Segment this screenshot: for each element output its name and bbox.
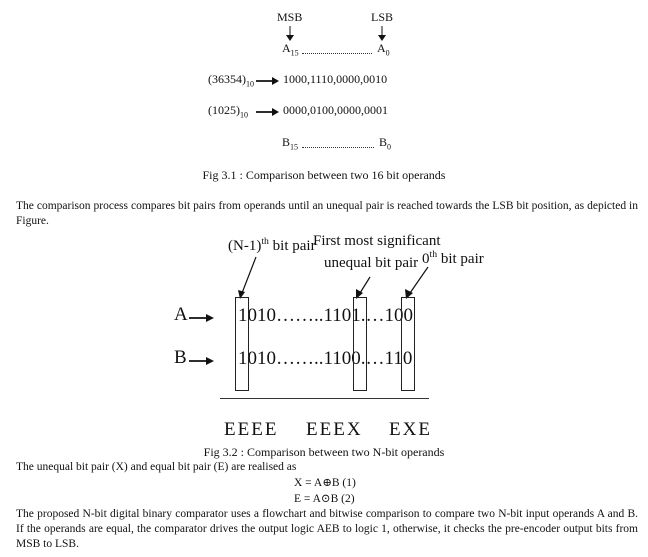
a-dotted-line — [302, 53, 372, 54]
fig-3-2-caption: Fig 3.2 : Comparison between two N-bit o… — [203, 445, 445, 459]
eq-group-2: EEEX — [306, 419, 363, 440]
first-unequal-pair-box — [353, 297, 367, 391]
paragraph-bit-pairs: The unequal bit pair (X) and equal bit p… — [16, 461, 297, 473]
eq-group-3: EXE — [389, 419, 432, 440]
row-b-bits: 1010……..1100.…110 — [238, 348, 413, 369]
b15-label: B15 — [282, 135, 299, 152]
label-n-1th-bit-pair: (N-1)th bit pair — [228, 236, 316, 254]
row1-binary: 1000,1110,0000,0010 — [283, 72, 388, 86]
row-a-arrow-icon — [189, 314, 214, 322]
label-first-msb-unequal-line2: unequal bit pair — [324, 255, 419, 271]
paragraph-comparison-process: The comparison process compares bit pair… — [16, 200, 638, 227]
row1-decimal: (36354)10 — [208, 72, 254, 89]
row-a-label: A — [174, 304, 188, 325]
b0-label: B0 — [379, 135, 392, 152]
a15-label: A15 — [282, 41, 299, 58]
row-a-bits: 1010……..1101.…100 — [238, 305, 414, 326]
msb-label: MSB — [277, 10, 303, 24]
lsb-label: LSB — [371, 10, 394, 24]
row1-arrow-icon — [256, 77, 279, 85]
a0-label: A0 — [377, 41, 390, 58]
row2-arrow-icon — [256, 108, 279, 116]
lsb-pair-box — [401, 297, 415, 391]
row-b-arrow-icon — [189, 357, 214, 365]
equation-x: X = A⊕B (1) — [294, 477, 356, 489]
label-0th-bit-pair: 0th bit pair — [422, 249, 484, 267]
fig-3-1-caption: Fig 3.1 : Comparison between two 16 bit … — [202, 168, 446, 182]
row2-binary: 0000,0100,0000,0001 — [283, 103, 388, 117]
eq-group-1: EEEE — [224, 419, 279, 440]
row-b-label: B — [174, 347, 187, 368]
label-first-msb-unequal-line1: First most significant — [313, 233, 441, 249]
msb-lsb-arrows — [286, 26, 386, 41]
b-dotted-line — [302, 147, 374, 148]
equation-e: E = A⊙B (2) — [294, 493, 355, 505]
pointer-lines — [238, 256, 429, 299]
sum-line — [220, 398, 429, 399]
row2-decimal: (1025)10 — [208, 103, 248, 120]
paragraph-comparator: The proposed N-bit digital binary compar… — [16, 508, 638, 550]
msb-pair-box — [235, 297, 249, 391]
